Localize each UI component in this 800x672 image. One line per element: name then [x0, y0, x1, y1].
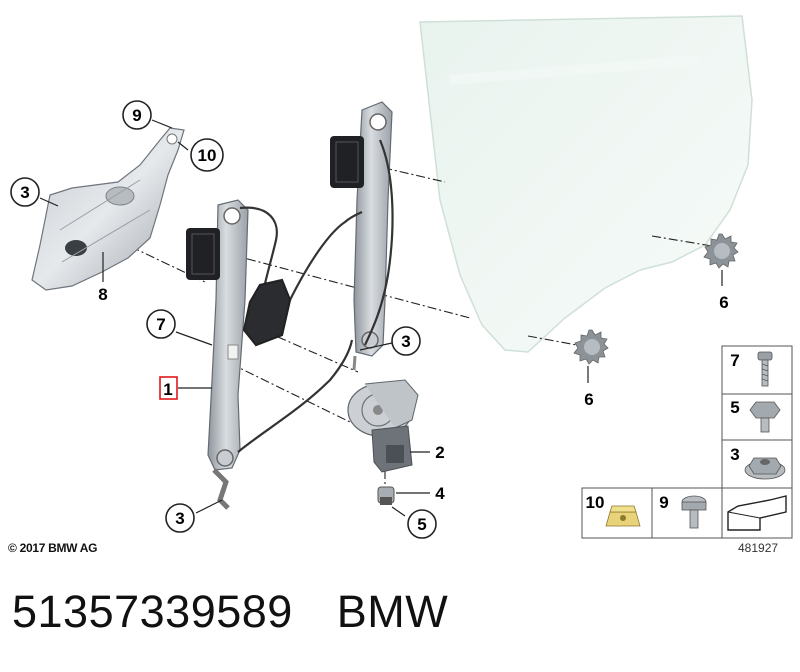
svg-text:5: 5	[730, 398, 739, 417]
legend-label-7: 7	[730, 351, 739, 370]
svg-text:4: 4	[435, 484, 445, 503]
svg-text:7: 7	[730, 351, 739, 370]
rivet-6b	[573, 329, 609, 365]
callout-1-highlighted: 1	[159, 376, 178, 400]
legend-label-9: 9	[659, 493, 668, 512]
legend-label-10: 10	[586, 493, 605, 512]
callout-leaders	[39, 119, 723, 517]
callout-2: 2	[435, 443, 444, 462]
part-number: 51357339589	[12, 586, 293, 637]
callout-10: 10	[190, 138, 224, 172]
callout-5: 5	[407, 509, 437, 539]
svg-text:9: 9	[659, 493, 668, 512]
svg-text:8: 8	[98, 285, 107, 304]
part-caption: 51357339589 BMW	[12, 586, 448, 638]
regulator-cables	[237, 139, 394, 453]
exploded-parts-diagram: 9 10 3 8 7 1 3 2 4 5 3 6 6	[10, 15, 793, 539]
svg-text:5: 5	[417, 515, 426, 534]
callout-8: 8	[98, 285, 107, 304]
nut-3-icon	[744, 457, 786, 480]
legend-label-5: 5	[730, 398, 739, 417]
screw-7-icon	[757, 351, 773, 387]
svg-text:6: 6	[584, 390, 593, 409]
svg-text:3: 3	[401, 332, 410, 351]
guide-rail-rear	[330, 101, 393, 371]
svg-text:3: 3	[175, 509, 184, 528]
bolt-9-icon	[681, 495, 707, 529]
rivet-6a	[703, 233, 739, 269]
clip-nut-10-icon	[605, 505, 641, 527]
callout-7: 7	[146, 309, 176, 339]
svg-text:3: 3	[20, 183, 29, 202]
callout-6-right: 6	[719, 293, 728, 312]
diagram-id: 481927	[738, 541, 779, 555]
callout-3-rail: 3	[391, 326, 421, 356]
callout-3-bottom: 3	[165, 503, 195, 533]
callout-3-bracket: 3	[10, 177, 40, 207]
svg-text:6: 6	[719, 293, 728, 312]
mounting-bracket	[31, 127, 185, 291]
svg-text:3: 3	[730, 445, 739, 464]
copyright-notice: © 2017 BMW AG	[8, 541, 98, 555]
svg-text:2: 2	[435, 443, 444, 462]
svg-text:9: 9	[132, 106, 141, 125]
direction-arrow-icon	[727, 495, 787, 531]
callout-6-left: 6	[584, 390, 593, 409]
svg-text:1: 1	[163, 380, 172, 399]
legend-label-3: 3	[730, 445, 739, 464]
motor-stud	[377, 486, 395, 505]
window-glass	[419, 15, 753, 353]
svg-text:10: 10	[198, 146, 217, 165]
svg-text:7: 7	[156, 315, 165, 334]
guide-rail-front	[186, 199, 249, 510]
window-motor	[347, 379, 419, 473]
callout-4: 4	[435, 484, 445, 503]
brand-name: BMW	[336, 586, 449, 637]
svg-text:10: 10	[586, 493, 605, 512]
callout-9: 9	[122, 100, 152, 130]
bolt-5-icon	[749, 401, 781, 433]
